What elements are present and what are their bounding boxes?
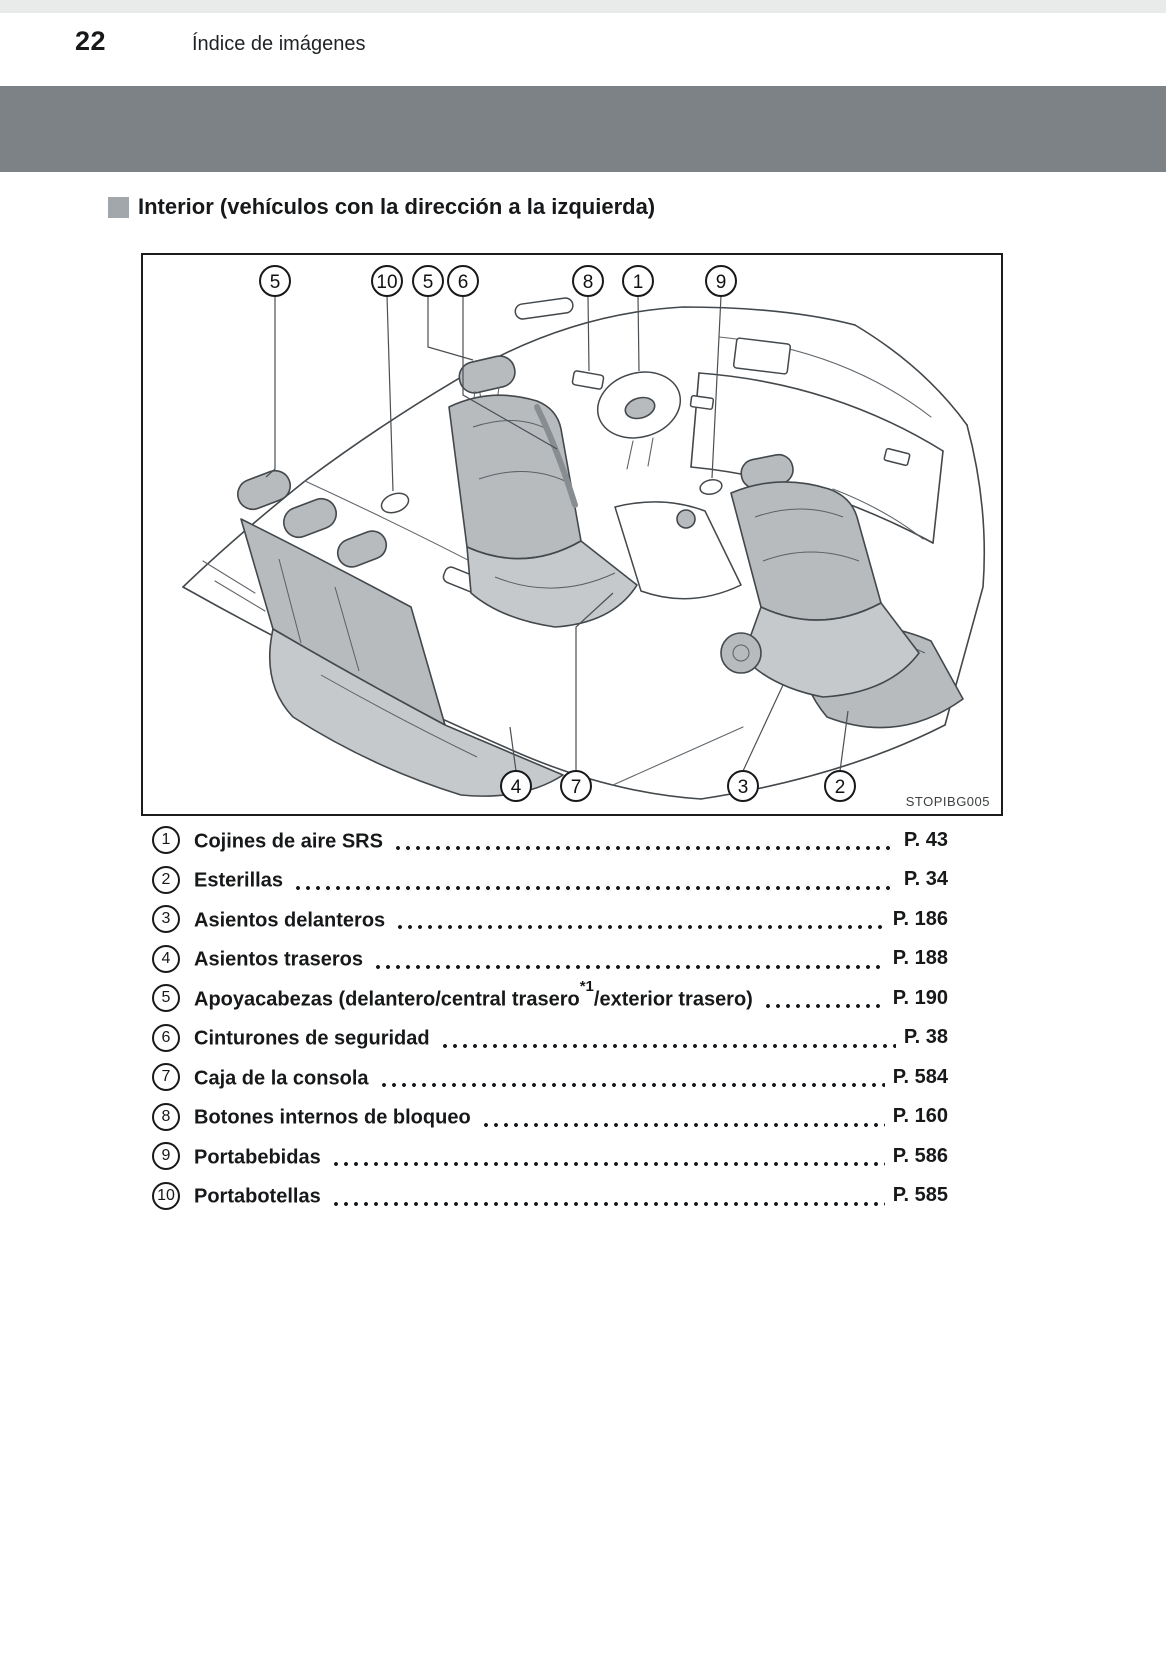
- callout-9-cupholder: 9: [705, 265, 737, 297]
- header-title: Índice de imágenes: [192, 33, 366, 55]
- svg-text:10: 10: [376, 272, 397, 293]
- item-page-ref: P. 186: [892, 907, 948, 930]
- section-heading: Interior (vehículos con la dirección a l…: [108, 194, 655, 220]
- callout-5-front-headrest: 5: [412, 265, 444, 297]
- index-item-3: 3 Asientos delanteros P. 186: [152, 905, 948, 933]
- item-number-badge: 9: [152, 1142, 180, 1170]
- grab-handle: [514, 297, 574, 320]
- callout-8-lock-buttons: 8: [572, 265, 604, 297]
- svg-text:2: 2: [835, 777, 846, 798]
- index-item-7: 7 Caja de la consola P. 584: [152, 1063, 948, 1091]
- item-page-ref: P. 43: [903, 828, 948, 851]
- item-page-ref: P. 34: [903, 868, 948, 890]
- item-page-ref: P. 190: [892, 986, 948, 1009]
- callout-10-bottle-holder: 10: [371, 265, 403, 297]
- callout-leader-lines: [265, 295, 849, 772]
- item-page-ref: P. 188: [892, 947, 948, 969]
- dot-leader: [390, 846, 896, 850]
- dot-leader: [290, 885, 896, 890]
- item-number-badge: 7: [152, 1063, 180, 1091]
- index-item-1: 1 Cojines de aire SRS P. 43: [152, 826, 948, 854]
- svg-text:8: 8: [583, 272, 594, 293]
- item-label: Asientos traseros: [194, 948, 363, 971]
- interior-line-drawing: 5 10 5 6 8 1 9 4 7: [182, 265, 986, 802]
- item-number-badge: 3: [152, 905, 180, 933]
- item-page-ref: P. 584: [892, 1065, 948, 1088]
- item-number-badge: 2: [152, 865, 180, 894]
- steering-wheel: [596, 371, 682, 470]
- callout-7-console-box: 7: [560, 770, 592, 802]
- dot-leader: [437, 1043, 896, 1048]
- image-index-list: 1 Cojines de aire SRS P. 43 2 Esterillas…: [152, 826, 948, 1210]
- item-label: Asientos delanteros: [194, 909, 386, 932]
- item-label: Portabebidas: [194, 1146, 321, 1169]
- item-number-badge: 4: [152, 944, 180, 973]
- index-item-4: 4 Asientos traseros P. 188: [152, 944, 948, 973]
- index-item-10: 10 Portabotellas P. 585: [152, 1181, 948, 1210]
- svg-text:3: 3: [738, 777, 749, 798]
- index-item-2: 2 Esterillas P. 34: [152, 865, 948, 894]
- item-label: Esterillas: [194, 869, 283, 892]
- chapter-band: [0, 86, 1166, 172]
- item-label: Portabotellas: [194, 1185, 321, 1208]
- item-number-badge: 5: [152, 984, 180, 1012]
- item-number-badge: 10: [152, 1181, 180, 1210]
- item-page-ref: P. 160: [892, 1105, 948, 1127]
- item-number-badge: 8: [152, 1102, 180, 1131]
- dot-leader: [393, 925, 885, 929]
- figure-code: STOPIBG005: [905, 794, 990, 809]
- callout-4-rear-seat: 4: [500, 770, 532, 802]
- front-right-seat: [720, 453, 920, 698]
- svg-text:5: 5: [270, 272, 281, 293]
- dashboard: [689, 336, 944, 544]
- dot-leader: [478, 1122, 885, 1127]
- item-number-badge: 6: [152, 1023, 180, 1052]
- svg-text:1: 1: [633, 272, 644, 293]
- item-page-ref: P. 585: [892, 1184, 948, 1206]
- item-page-ref: P. 586: [892, 1144, 948, 1167]
- svg-text:5: 5: [423, 272, 434, 293]
- callout-2-floor-mat: 2: [824, 770, 856, 802]
- item-label: Botones internos de bloqueo: [194, 1106, 471, 1129]
- page-top-strip: [0, 0, 1166, 13]
- item-label: Cinturones de seguridad: [194, 1027, 430, 1050]
- index-item-8: 8 Botones internos de bloqueo P. 160: [152, 1102, 948, 1131]
- item-page-ref: P. 38: [903, 1026, 948, 1048]
- svg-text:4: 4: [511, 777, 522, 798]
- page-number: 22: [75, 26, 107, 56]
- dot-leader: [328, 1201, 885, 1206]
- callout-5-rear-headrest: 5: [259, 265, 291, 297]
- item-label: Apoyacabezas (delantero/central trasero*…: [194, 977, 753, 1011]
- svg-text:9: 9: [716, 272, 727, 293]
- item-label: Cojines de aire SRS: [194, 830, 383, 853]
- dot-leader: [328, 1162, 885, 1166]
- index-item-5: 5 Apoyacabezas (delantero/central traser…: [152, 977, 948, 1012]
- svg-text:6: 6: [458, 272, 469, 293]
- item-number-badge: 1: [152, 826, 180, 854]
- interior-diagram-figure: 5 10 5 6 8 1 9 4 7: [141, 253, 1003, 816]
- svg-text:7: 7: [571, 777, 582, 798]
- index-item-6: 6 Cinturones de seguridad P. 38: [152, 1023, 948, 1052]
- callout-3-front-seat: 3: [727, 770, 759, 802]
- section-bullet-icon: [108, 196, 129, 218]
- center-console: [614, 479, 742, 600]
- index-item-9: 9 Portabebidas P. 586: [152, 1142, 948, 1170]
- callout-6-seatbelt: 6: [447, 265, 479, 297]
- dot-leader: [376, 1083, 885, 1087]
- door-lock-switch-panel: [571, 370, 605, 390]
- seat-belt: [534, 404, 578, 508]
- callout-1-srs-airbag: 1: [622, 265, 654, 297]
- rear-seat: [236, 469, 564, 797]
- section-title-text: Interior (vehículos con la dirección a l…: [138, 194, 656, 219]
- dot-leader: [370, 964, 885, 969]
- item-label: Caja de la consola: [194, 1067, 369, 1090]
- dot-leader: [760, 1004, 885, 1008]
- door-bottle-holder: [380, 492, 410, 514]
